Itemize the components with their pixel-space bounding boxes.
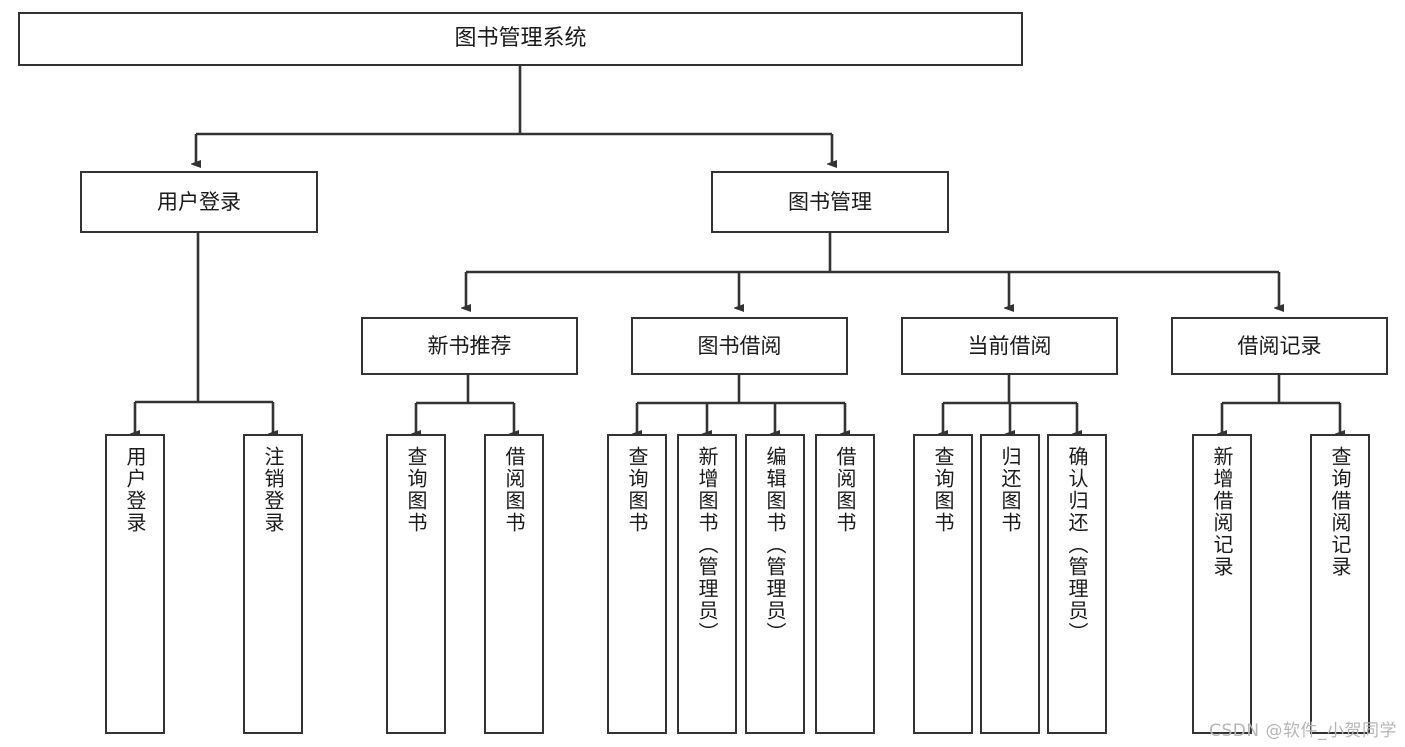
leaf-user-login-label: 用户登录 — [123, 446, 147, 534]
leaf-borrow-book-2-label: 借阅图书 — [833, 446, 857, 534]
leaf-query-book-3[interactable]: 查询图书 — [913, 434, 973, 734]
leaf-borrow-book-1[interactable]: 借阅图书 — [484, 434, 544, 734]
leaf-query-book-1[interactable]: 查询图书 — [386, 434, 446, 734]
leaf-query-book-2[interactable]: 查询图书 — [607, 434, 667, 734]
leaf-return-book-label: 归还图书 — [998, 446, 1022, 534]
leaf-add-record-label: 新增借阅记录 — [1210, 446, 1234, 578]
node-user-login[interactable]: 用户登录 — [80, 171, 318, 233]
leaf-borrow-book-2[interactable]: 借阅图书 — [815, 434, 875, 734]
node-book-manage-label: 图书管理 — [788, 189, 872, 214]
node-new-book-recommend[interactable]: 新书推荐 — [361, 317, 578, 375]
leaf-user-login[interactable]: 用户登录 — [105, 434, 165, 734]
leaf-edit-book[interactable]: 编辑图书（管理员） — [745, 434, 805, 734]
leaf-query-book-1-label: 查询图书 — [404, 446, 428, 534]
leaf-add-book-label: 新增图书（管理员） — [695, 446, 719, 644]
leaf-add-record[interactable]: 新增借阅记录 — [1192, 434, 1252, 734]
leaf-query-book-3-label: 查询图书 — [931, 446, 955, 534]
node-current-borrow-label: 当前借阅 — [967, 333, 1052, 358]
node-root[interactable]: 图书管理系统 — [18, 12, 1023, 66]
node-user-login-label: 用户登录 — [157, 189, 241, 214]
node-borrow-record[interactable]: 借阅记录 — [1171, 317, 1388, 375]
leaf-logout-login[interactable]: 注销登录 — [243, 434, 303, 734]
node-new-book-recommend-label: 新书推荐 — [427, 333, 512, 358]
leaf-confirm-return-label: 确认归还（管理员） — [1065, 446, 1089, 644]
node-current-borrow[interactable]: 当前借阅 — [901, 317, 1118, 375]
leaf-borrow-book-1-label: 借阅图书 — [502, 446, 526, 534]
leaf-query-record-label: 查询借阅记录 — [1328, 446, 1352, 578]
leaf-add-book[interactable]: 新增图书（管理员） — [677, 434, 737, 734]
node-book-manage[interactable]: 图书管理 — [711, 171, 949, 233]
leaf-return-book[interactable]: 归还图书 — [980, 434, 1040, 734]
node-book-borrow-label: 图书借阅 — [697, 333, 782, 358]
leaf-edit-book-label: 编辑图书（管理员） — [763, 446, 787, 644]
node-book-borrow[interactable]: 图书借阅 — [631, 317, 848, 375]
node-borrow-record-label: 借阅记录 — [1237, 333, 1322, 358]
leaf-confirm-return[interactable]: 确认归还（管理员） — [1047, 434, 1107, 734]
leaf-logout-login-label: 注销登录 — [261, 446, 285, 534]
node-root-label: 图书管理系统 — [454, 26, 587, 52]
leaf-query-book-2-label: 查询图书 — [625, 446, 649, 534]
watermark: CSDN @软件_小贺同学 — [1209, 721, 1397, 741]
leaf-query-record[interactable]: 查询借阅记录 — [1310, 434, 1370, 734]
